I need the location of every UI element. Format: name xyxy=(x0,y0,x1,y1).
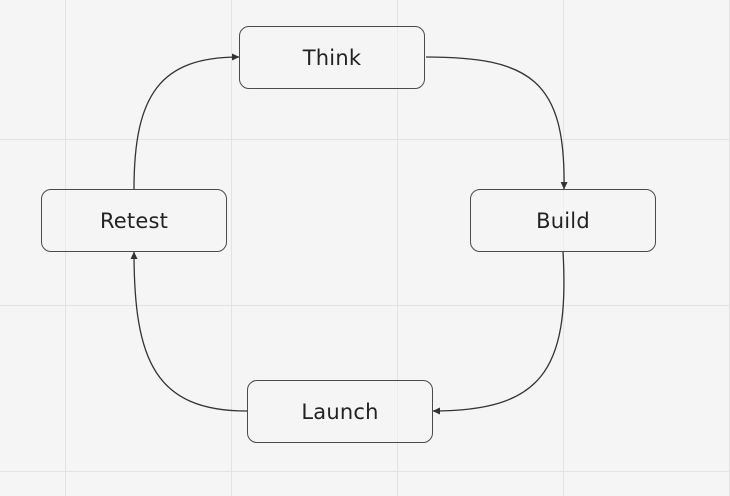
connector-retest-to-think[interactable] xyxy=(133,53,240,190)
node-build-label: Build xyxy=(536,208,590,233)
node-retest-label: Retest xyxy=(99,208,169,233)
node-retest[interactable]: Retest xyxy=(41,189,227,252)
node-build[interactable]: Build xyxy=(470,189,656,252)
connector-build-to-launch[interactable] xyxy=(432,251,565,415)
connector-think-to-build[interactable] xyxy=(425,56,568,190)
node-launch-label: Launch xyxy=(301,399,379,424)
connector-launch-to-retest[interactable] xyxy=(130,251,248,412)
node-launch[interactable]: Launch xyxy=(247,380,433,443)
node-think-label: Think xyxy=(302,45,362,70)
node-think[interactable]: Think xyxy=(239,26,425,89)
